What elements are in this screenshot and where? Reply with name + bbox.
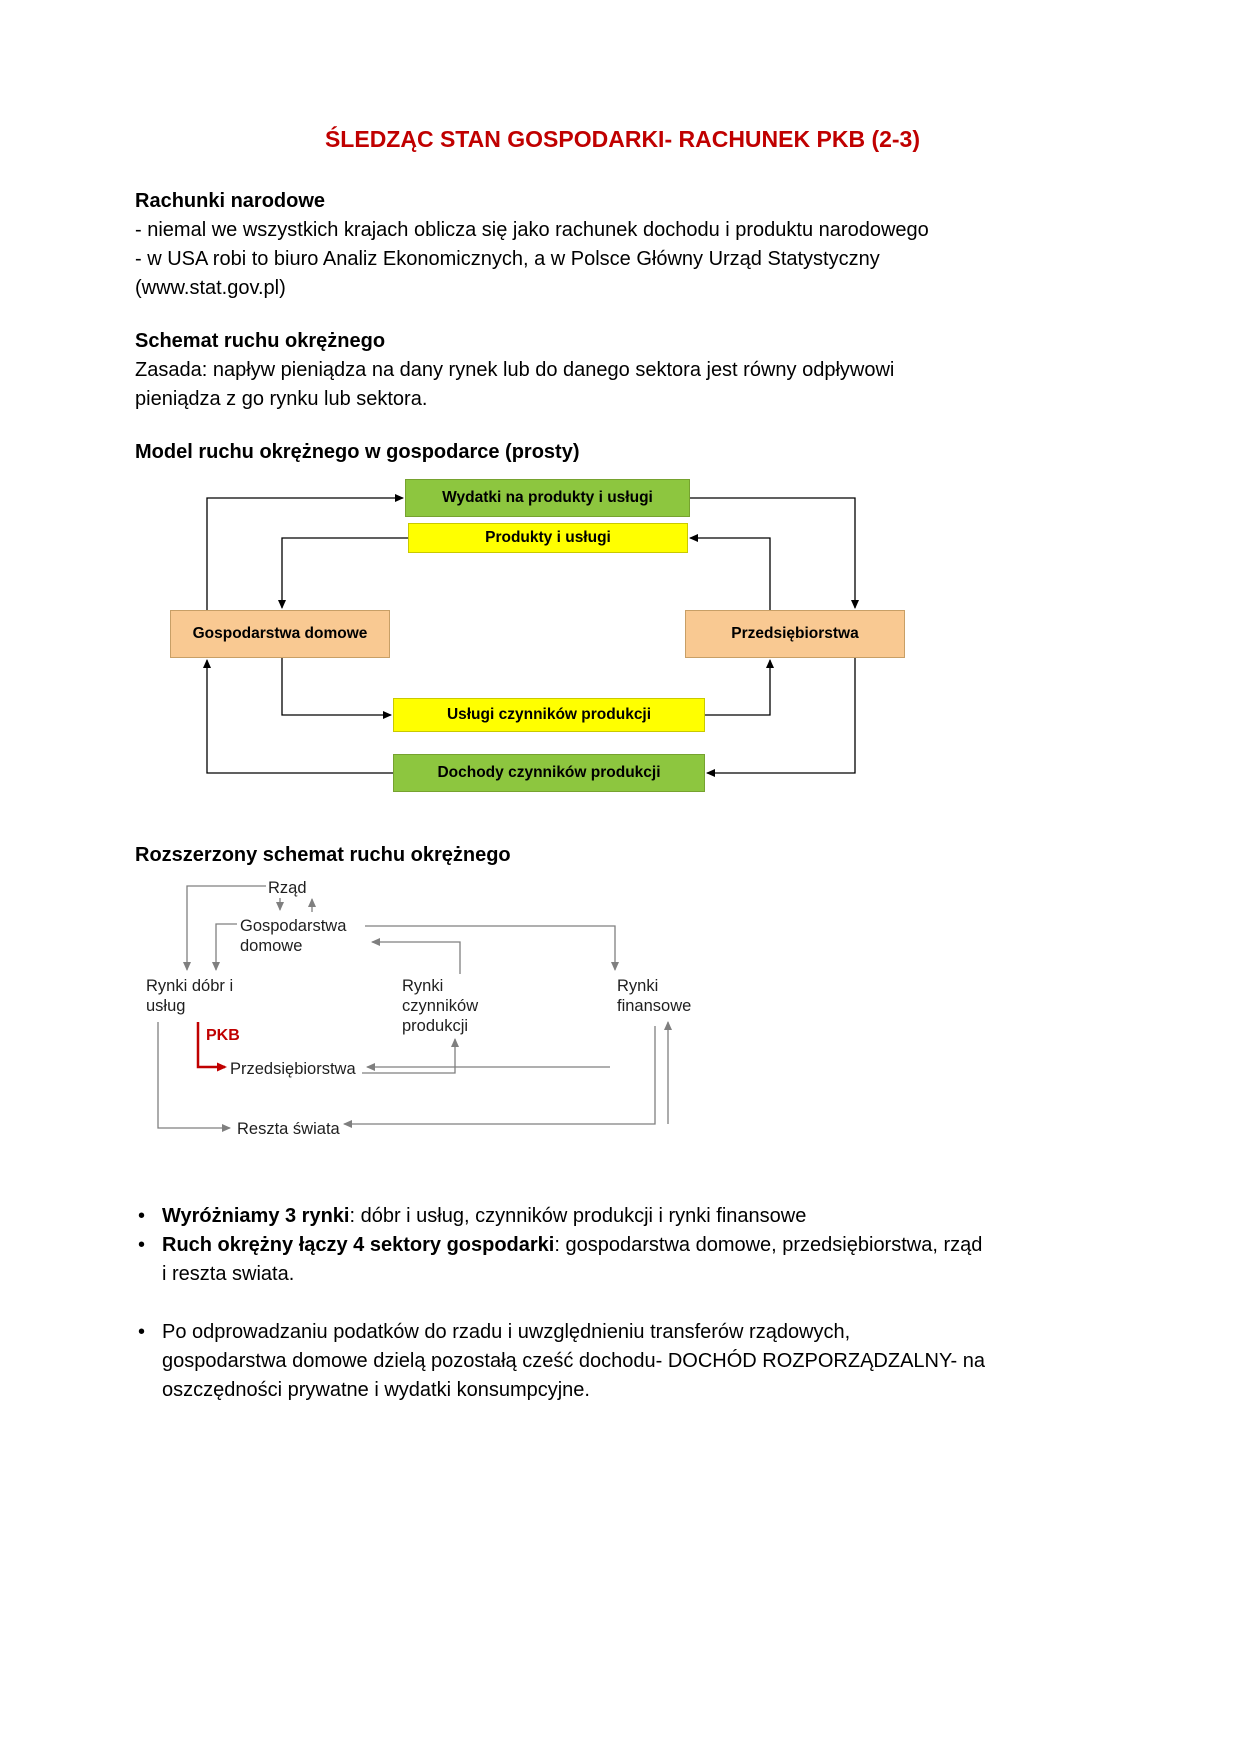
summary-bullet-list: Wyróżniamy 3 rynki: dóbr i usług, czynni…	[135, 1202, 1110, 1405]
label-line: Gospodarstwa	[240, 917, 347, 935]
bullet-text: Ruch okrężny łączy 4 sektory gospodarki:…	[162, 1231, 982, 1289]
arrow-firms-to-factor-incomes	[706, 658, 856, 777]
label-line: usług	[146, 997, 186, 1015]
extended-flow-arrows	[157, 885, 672, 1132]
bullet-text: Po odprowadzaniu podatków do rzadu i uwz…	[162, 1318, 985, 1405]
label-rzad: Rząd	[268, 879, 307, 897]
label-line: Rynki dóbr i	[146, 977, 234, 995]
arrow-expenditures-to-firms	[690, 497, 859, 609]
label-line: finansowe	[617, 997, 692, 1015]
label-gospodarstwa-domowe: Gospodarstwa domowe	[240, 916, 346, 956]
arrow-rynki-czynnikow-to-gospodarstwa	[371, 938, 461, 974]
label-line: Rynki	[402, 977, 444, 995]
label-pkb: PKB	[206, 1027, 240, 1044]
bullet-item-rynki: Wyróżniamy 3 rynki: dóbr i usług, czynni…	[135, 1202, 1110, 1231]
box-dochody: Dochody czynników produkcji	[393, 754, 705, 792]
arrow-rynki-finansowe-to-reszta-swiata	[343, 1026, 656, 1128]
section-rozszerzony: Rozszerzony schemat ruchu okrężnego	[135, 841, 1110, 870]
section-rachunki-narodowe: Rachunki narodowe - niemal we wszystkich…	[135, 187, 1110, 303]
bullet-item-dochod: Po odprowadzaniu podatków do rzadu i uwz…	[135, 1318, 1110, 1405]
arrow-firms-to-products	[689, 534, 771, 610]
arrow-households-to-factor-services	[281, 658, 392, 719]
document-page: ŚLEDZĄC STAN GOSPODARKI- RACHUNEK PKB (2…	[0, 0, 1240, 1405]
circular-flow-diagram-simple: Wydatki na produkty i usługi Produkty i …	[170, 477, 910, 809]
label-rynki-dobr-i-uslug: Rynki dóbr i usług	[146, 976, 233, 1016]
bullet-bold-text: Ruch okrężny łączy 4 sektory gospodarki	[162, 1234, 555, 1256]
bullet-line: Ruch okrężny łączy 4 sektory gospodarki:…	[162, 1231, 982, 1260]
bullet-marker	[135, 1231, 162, 1289]
box-gospodarstwa: Gospodarstwa domowe	[170, 610, 390, 658]
bullet-item-sektory: Ruch okrężny łączy 4 sektory gospodarki:…	[135, 1231, 1110, 1289]
arrow-factor-services-to-firms	[705, 659, 774, 716]
paragraph-line: pieniądza z go rynku lub sektora.	[135, 388, 428, 410]
arrow-gospodarstwa-to-rynki-dobr	[212, 923, 237, 971]
circular-flow-arrows	[203, 494, 859, 777]
arrow-households-to-expenditures	[206, 494, 404, 610]
arrow-rynki-dobr-to-reszta-swiata	[157, 1022, 231, 1132]
box-przedsiebiorstwa: Przedsiębiorstwa	[685, 610, 905, 658]
bullet-line: i reszta swiata.	[162, 1263, 295, 1285]
circular-flow-diagram-extended: Rząd Gospodarstwa domowe Rynki dóbr i us…	[140, 876, 760, 1154]
label-reszta-swiata: Reszta świata	[237, 1120, 340, 1138]
bullet-bold-text: Wyróżniamy 3 rynki	[162, 1205, 350, 1227]
arrow-pkb	[196, 1022, 227, 1072]
arrow-products-to-households	[278, 537, 408, 609]
label-przedsiebiorstwa: Przedsiębiorstwa	[230, 1060, 356, 1078]
paragraph-line: Zasada: napływ pieniądza na dany rynek l…	[135, 359, 895, 381]
section-schemat: Schemat ruchu okrężnego Zasada: napływ p…	[135, 327, 1110, 414]
label-line: produkcji	[402, 1017, 469, 1035]
label-rynki-czynnikow-produkcji: Rynki czynników produkcji	[402, 976, 478, 1036]
section-heading-schemat: Schemat ruchu okrężnego	[135, 330, 386, 352]
box-produkty: Produkty i usługi	[408, 523, 688, 553]
arrow-factor-incomes-to-households	[203, 659, 393, 774]
bullet-rest-text: : dóbr i usług, czynników produkcji i ry…	[349, 1205, 807, 1227]
bullet-text: Wyróżniamy 3 rynki: dóbr i usług, czynni…	[162, 1202, 806, 1231]
bullet-rest-text: : gospodarstwa domowe, przedsiębiorstwa,…	[554, 1234, 983, 1256]
bullet-marker	[135, 1318, 162, 1405]
page-title: ŚLEDZĄC STAN GOSPODARKI- RACHUNEK PKB (2…	[324, 126, 921, 152]
paragraph-line: (www.stat.gov.pl)	[135, 277, 286, 299]
section-heading-model: Model ruchu okrężnego w gospodarce (pros…	[135, 441, 580, 463]
label-line: czynników	[402, 997, 479, 1015]
section-heading-rachunki: Rachunki narodowe	[135, 190, 326, 212]
label-line: Rynki	[617, 977, 659, 995]
section-heading-rozszerzony: Rozszerzony schemat ruchu okrężnego	[135, 844, 511, 866]
arrow-gospodarstwa-to-rynki-finansowe	[365, 925, 619, 971]
paragraph-line: - w USA robi to biuro Analiz Ekonomiczny…	[135, 248, 880, 270]
bullet-line: gospodarstwa domowe dzielą pozostałą cze…	[162, 1350, 985, 1372]
paragraph-line: - niemal we wszystkich krajach oblicza s…	[135, 219, 929, 241]
bullet-marker	[135, 1202, 162, 1231]
arrow-przedsiebiorstwa-to-rynki-czynnikow	[362, 1038, 459, 1074]
box-wydatki: Wydatki na produkty i usługi	[405, 479, 690, 517]
label-rynki-finansowe: Rynki finansowe	[617, 976, 691, 1016]
label-line: domowe	[240, 937, 303, 955]
bullet-line: oszczędności prywatne i wydatki konsumpc…	[162, 1379, 590, 1401]
section-model: Model ruchu okrężnego w gospodarce (pros…	[135, 438, 1110, 467]
box-uslugi: Usługi czynników produkcji	[393, 698, 705, 732]
arrow-rzad-to-rynki-dobr	[183, 885, 266, 971]
bullet-line: Po odprowadzaniu podatków do rzadu i uwz…	[162, 1321, 851, 1343]
